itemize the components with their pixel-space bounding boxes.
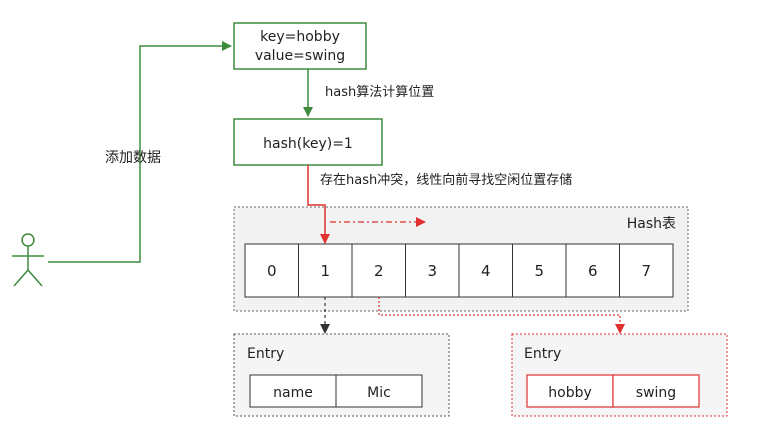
- hash-slot: 0: [244, 243, 299, 298]
- entry-title: Entry: [524, 346, 561, 362]
- entry-key-text: name: [273, 385, 313, 401]
- entry-key-text: hobby: [548, 385, 592, 401]
- hash-slot: 5: [512, 243, 567, 298]
- hash-slot-index: 4: [481, 262, 491, 280]
- hash-slot: 3: [405, 243, 460, 298]
- entry-panel-left: Entry name Mic: [233, 333, 450, 417]
- hash-slot-cell: [298, 243, 353, 298]
- hash-slot-index: 1: [320, 262, 330, 280]
- hash-slot-cell: [458, 243, 513, 298]
- add-data-connector: [48, 41, 232, 263]
- entry-value-text: Mic: [367, 385, 391, 401]
- entry-value-cell: [612, 374, 700, 408]
- hash-slot: 7: [619, 243, 674, 298]
- entry-panel-right: Entry hobby swing: [511, 333, 728, 417]
- hash-slot-cell: [512, 243, 567, 298]
- input-value-text: value=swing: [255, 48, 345, 64]
- hash-slot-index: 2: [374, 262, 384, 280]
- actor-icon: [12, 233, 44, 287]
- input-key-text: key=hobby: [260, 29, 340, 45]
- hash-slot-index: 6: [588, 262, 598, 280]
- entry-value-cell: [335, 374, 423, 408]
- hash-compute-label: hash算法计算位置: [325, 85, 434, 100]
- hash-slot-cell: [405, 243, 460, 298]
- entry-value-text: swing: [636, 385, 676, 401]
- hash-slot-cell: [619, 243, 674, 298]
- hash-slot: 4: [458, 243, 513, 298]
- collision-path: [307, 165, 330, 244]
- hash-slot-index: 0: [267, 262, 277, 280]
- hash-slot-cell: [565, 243, 620, 298]
- add-data-label: 添加数据: [105, 150, 161, 166]
- hash-slot-cell: [244, 243, 299, 298]
- hash-slot: 1: [298, 243, 353, 298]
- hash-slot-index: 7: [641, 262, 651, 280]
- entry-title: Entry: [247, 346, 284, 362]
- hash-table-title: Hash表: [627, 216, 676, 232]
- hash-slot-index: 5: [534, 262, 544, 280]
- hash-slot-cell: [351, 243, 406, 298]
- input-node: [233, 22, 367, 70]
- hash-node-text: hash(key)=1: [263, 136, 353, 152]
- slot2-entry-arrow: [378, 297, 625, 334]
- entry-key-cell: [526, 374, 614, 408]
- hash-slot-index: 3: [427, 262, 437, 280]
- collision-label: 存在hash冲突，线性向前寻找空闲位置存储: [320, 172, 572, 188]
- hash-slot: 2: [351, 243, 406, 298]
- hash-slots: 0 1 2 3 4 5 6 7: [244, 243, 674, 298]
- hash-slot: 6: [565, 243, 620, 298]
- entry-key-cell: [249, 374, 337, 408]
